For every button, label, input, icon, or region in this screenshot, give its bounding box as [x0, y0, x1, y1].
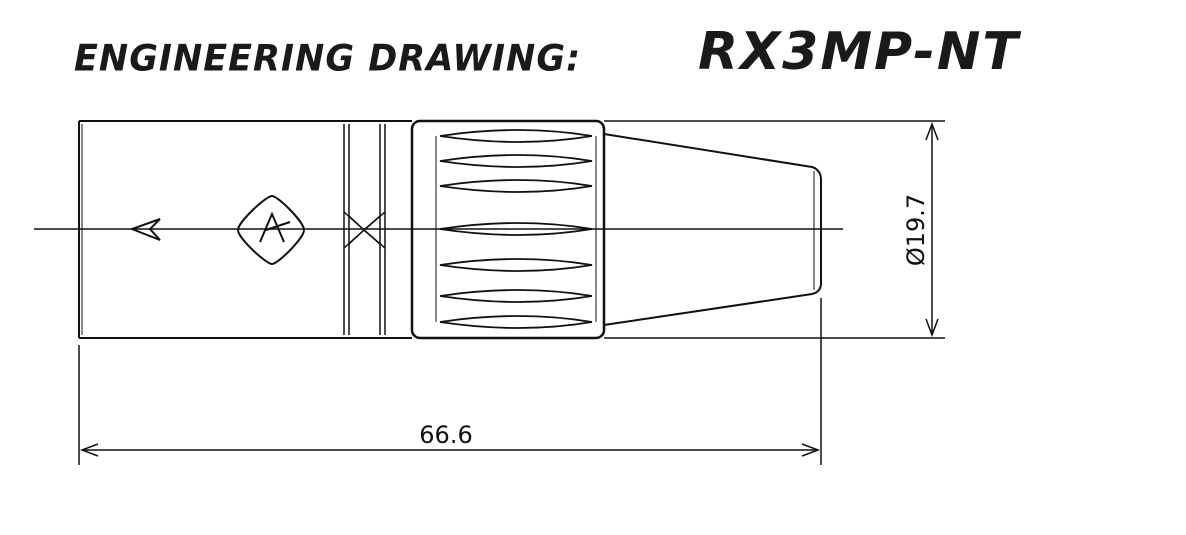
diameter-dimension	[604, 120, 945, 339]
length-label: 66.6	[419, 421, 472, 449]
brand-logo-icon	[236, 194, 306, 266]
grip-sleeve	[410, 119, 606, 340]
direction-arrow-icon	[129, 218, 161, 241]
strain-relief-boot	[603, 133, 822, 326]
diameter-label: Ø19.7	[902, 194, 930, 266]
drawing-title-label: ENGINEERING DRAWING:	[74, 38, 582, 80]
part-number-title: RX3MP-NT	[698, 22, 1020, 82]
length-dimension	[78, 298, 822, 465]
